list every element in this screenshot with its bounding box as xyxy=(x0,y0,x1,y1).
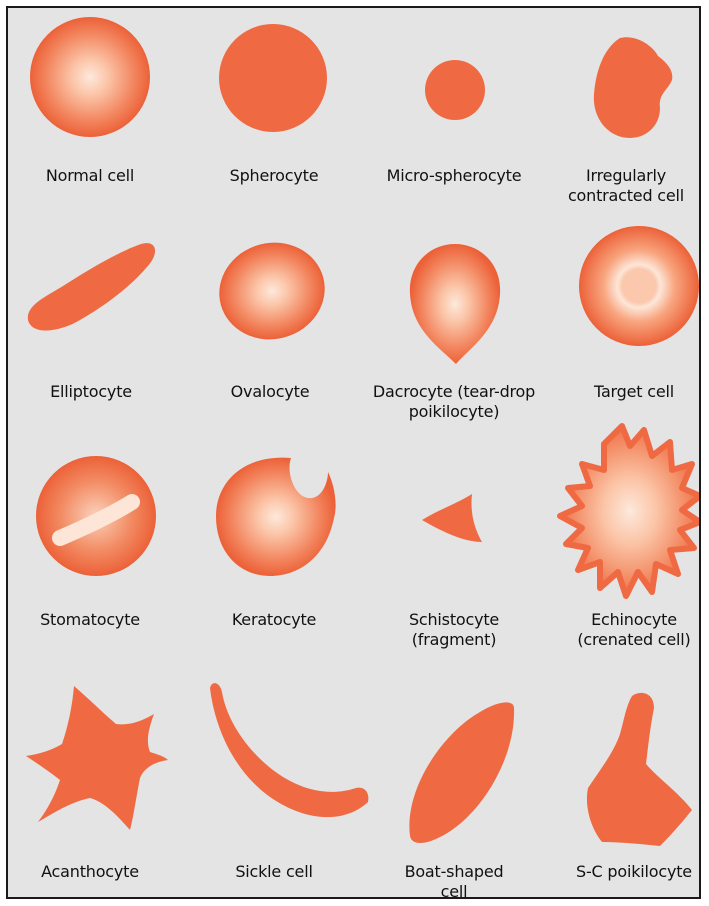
echinocyte-label: Echinocyte (crenated cell) xyxy=(544,610,701,650)
target-cell-label: Target cell xyxy=(544,382,701,402)
sickle-cell-shape xyxy=(210,683,368,817)
stomatocyte-label: Stomatocyte xyxy=(6,610,180,630)
sickle-cell-label: Sickle cell xyxy=(184,862,364,882)
target-cell-shape xyxy=(579,226,699,346)
spherocyte-label: Spherocyte xyxy=(184,166,364,186)
micro-spherocyte-label: Micro-spherocyte xyxy=(364,166,544,186)
schistocyte-shape xyxy=(422,494,482,542)
keratocyte-label: Keratocyte xyxy=(184,610,364,630)
cell-morphology-chart: Normal cell Spherocyte Micro-spherocyte … xyxy=(6,6,701,899)
echinocyte-shape xyxy=(560,426,700,596)
micro-spherocyte-shape xyxy=(425,60,485,120)
elliptocyte-shape xyxy=(28,243,155,330)
s-c-poikilocyte-label: S-C poikilocyte xyxy=(544,862,701,882)
ovalocyte-label: Ovalocyte xyxy=(180,382,360,402)
dacrocyte-label: Dacrocyte (tear-drop poikilocyte) xyxy=(364,382,544,422)
irregularly-contracted-cell-shape xyxy=(594,37,672,138)
acanthocyte-shape xyxy=(26,686,168,830)
keratocyte-shape xyxy=(216,458,336,576)
acanthocyte-label: Acanthocyte xyxy=(6,862,180,882)
boat-shaped-cell-label: Boat-shaped cell xyxy=(364,862,544,899)
boat-shaped-cell-shape xyxy=(409,702,514,843)
spherocyte-shape xyxy=(219,24,327,132)
s-c-poikilocyte-shape xyxy=(587,693,692,846)
ovalocyte-shape xyxy=(208,231,335,351)
dacrocyte-shape xyxy=(410,244,500,364)
irregularly-contracted-cell-label: Irregularly contracted cell xyxy=(536,166,701,206)
elliptocyte-label: Elliptocyte xyxy=(6,382,181,402)
schistocyte-label: Schistocyte (fragment) xyxy=(364,610,544,650)
cell-shapes-canvas xyxy=(8,8,701,899)
normal-cell-label: Normal cell xyxy=(6,166,180,186)
normal-cell-shape xyxy=(30,17,150,137)
